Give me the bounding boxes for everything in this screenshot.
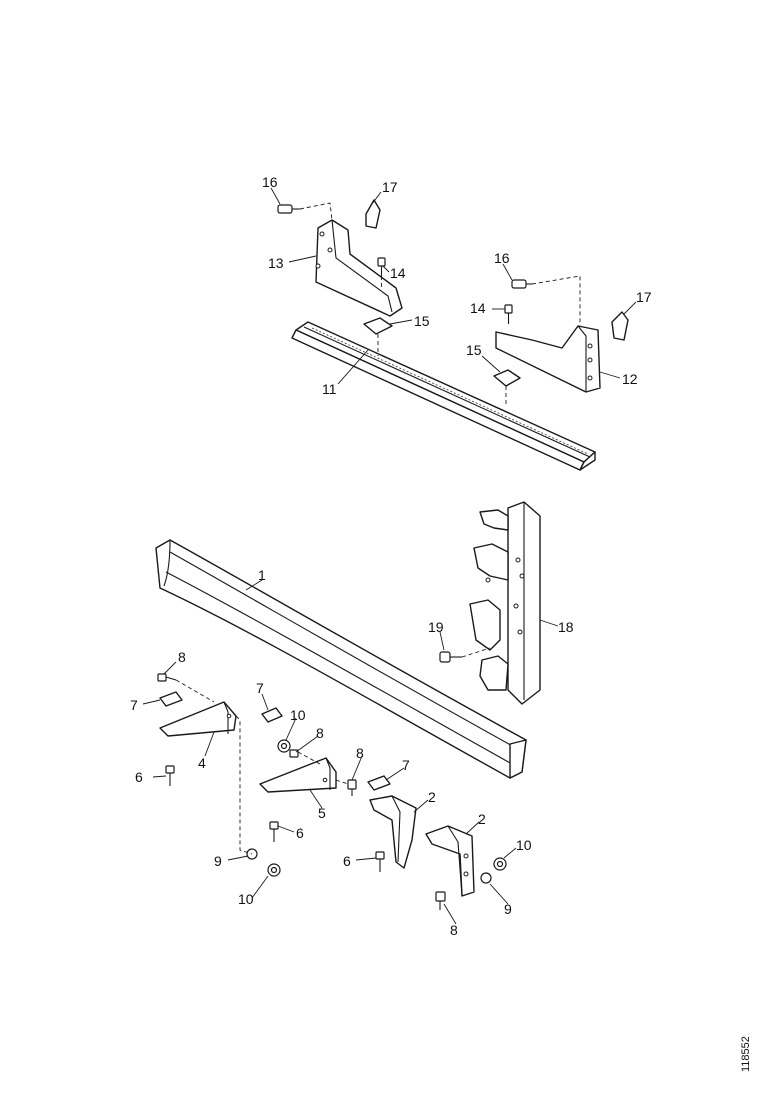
part-1-main-beam [155,539,527,779]
callout-17-right: 17 [636,289,652,305]
part-19-screw [439,651,462,663]
callout-12: 12 [622,371,638,387]
callout-18: 18 [558,619,574,635]
callout-11: 11 [322,381,337,397]
part-10-nut-b [267,863,281,877]
callout-8-c: 8 [356,745,364,761]
callout-5: 5 [318,805,326,821]
callout-8-b: 8 [316,725,324,741]
part-14-screw-right [504,304,513,324]
part-6-bolt-c [375,851,385,872]
callout-16-left: 16 [262,174,278,190]
callout-13: 13 [268,255,284,271]
callout-10-b: 10 [238,891,254,907]
callout-6-c: 6 [343,853,351,869]
callout-7-a: 7 [130,697,138,713]
callout-8-d: 8 [450,922,458,938]
part-17-plate-left [365,199,381,229]
part-2-bracket-right [425,825,475,897]
part-13-left-bracket [315,219,403,317]
part-16-bolt-left [277,204,300,214]
part-16-bolt-right [511,279,532,289]
callout-16-right: 16 [494,250,510,266]
part-12-right-bracket [495,325,601,393]
part-7-clip-b [261,707,283,723]
part-7-clip-a [159,691,183,707]
callout-17-left: 17 [382,179,398,195]
callout-7-c: 7 [402,757,410,773]
part-5-bracket [259,757,337,793]
part-11-rail [291,321,596,471]
callout-6-b: 6 [296,825,304,841]
figure-reference-code: 118552 [740,1036,752,1072]
callout-14-right: 14 [470,300,486,316]
callout-19: 19 [428,619,444,635]
part-14-screw-left [377,257,386,276]
callout-2-b: 2 [478,811,486,827]
part-15-clip-left [363,317,393,335]
callout-9-a: 9 [214,853,222,869]
callout-1: 1 [258,567,266,583]
part-6-bolt-b [269,821,279,842]
callout-8-a: 8 [178,649,186,665]
callout-15-right: 15 [466,342,482,358]
part-17-plate-right [611,311,629,341]
part-7-clip-c [367,775,391,791]
part-8-screw-d [435,891,446,910]
callout-15-left: 15 [414,313,430,329]
callout-4: 4 [198,755,206,771]
part-4-bracket [159,701,237,737]
part-9-washer-b [480,872,492,884]
part-10-nut-c [493,857,507,871]
part-15-clip-right [493,369,521,387]
callout-10-a: 10 [290,707,306,723]
callout-14-left: 14 [390,265,406,281]
part-2-bracket-left [369,795,417,869]
callout-10-c: 10 [516,837,532,853]
callout-2-a: 2 [428,789,436,805]
callout-9-b: 9 [504,901,512,917]
part-6-bolt-a [165,765,175,786]
part-10-nut-a [277,739,291,753]
part-8-screw-c [347,779,357,796]
callout-6-a: 6 [135,769,143,785]
callout-7-b: 7 [256,680,264,696]
part-18-mounting-frame [469,501,541,705]
part-8-screw-a [157,673,177,682]
